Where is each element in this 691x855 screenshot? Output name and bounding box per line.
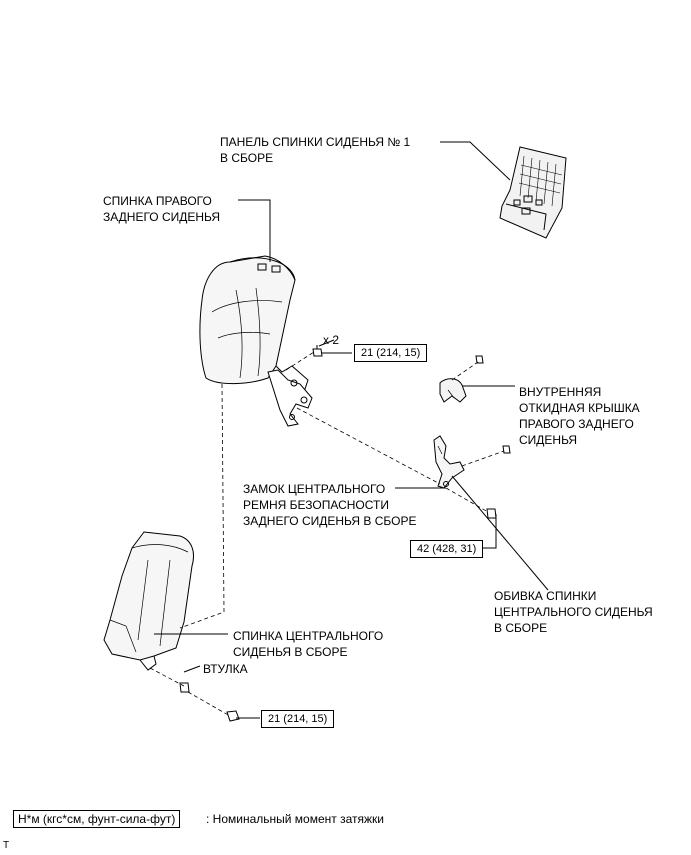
panel-illustration — [499, 146, 567, 239]
legend-description: : Номинальный момент затяжки — [206, 812, 384, 826]
torque-box-upper-bolt: 21 (214, 15) — [354, 344, 428, 362]
bushing-label: ВТУЛКА — [203, 662, 248, 676]
legend-units-box: Н*м (кгс*см, фунт-сила-фут) — [13, 810, 181, 828]
leader-lines — [154, 141, 549, 719]
upper-bolt-illustration — [312, 345, 323, 357]
center-seat-back-illustration — [103, 531, 194, 671]
inner-cover-illustration — [439, 355, 484, 403]
lower-bolt-illustration — [226, 710, 240, 722]
buckle-label: ЗАМОК ЦЕНТРАЛЬНОГО РЕМНЯ БЕЗОПАСНОСТИ ЗА… — [243, 482, 417, 528]
panel-label: ПАНЕЛЬ СПИНКИ СИДЕНЬЯ № 1 В СБОРЕ — [220, 135, 411, 165]
inner-cover-label: ВНУТРЕННЯЯ ОТКИДНАЯ КРЫШКА ПРАВОГО ЗАДНЕ… — [519, 385, 640, 447]
center-cover-label: ОБИВКА СПИНКИ ЦЕНТРАЛЬНОГО СИДЕНЬЯ В СБО… — [494, 589, 653, 635]
right-rear-seat-back-illustration — [199, 255, 313, 427]
torque-box-buckle-bolt: 42 (428, 31) — [410, 540, 484, 558]
right-seat-back-label: СПИНКА ПРАВОГО ЗАДНЕГО СИДЕНЬЯ — [103, 194, 221, 224]
torque-box-lower-bolt: 21 (214, 15) — [261, 710, 335, 728]
alignment-lines — [149, 351, 505, 717]
quantity-label: x 2 — [323, 333, 340, 347]
buckle-illustration — [433, 435, 511, 519]
center-seat-back-label: СПИНКА ЦЕНТРАЛЬНОГО СИДЕНЬЯ В СБОРЕ — [233, 629, 384, 659]
corner-mark: T — [3, 840, 10, 851]
